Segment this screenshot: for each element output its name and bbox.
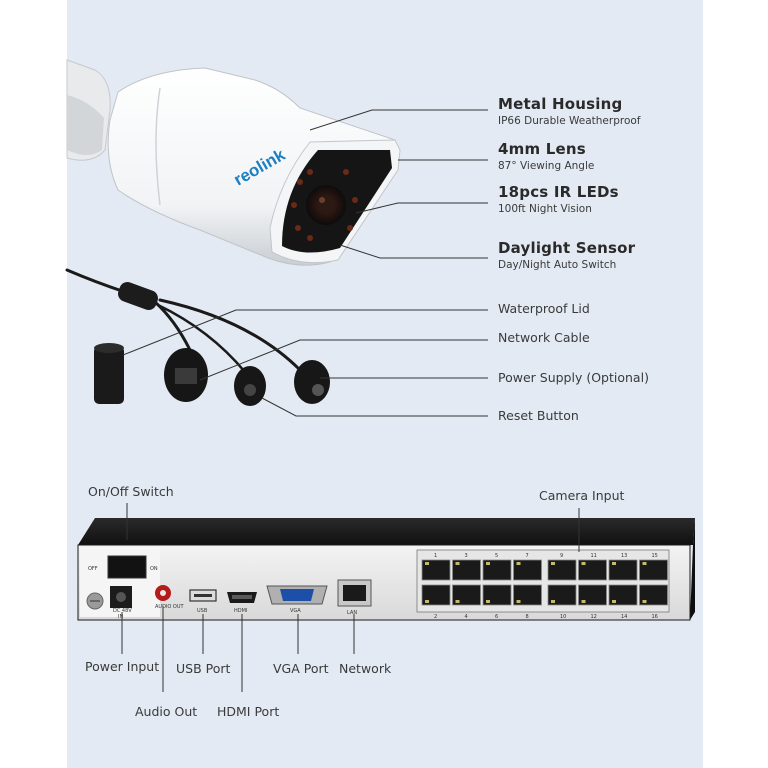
port-number-label: 9 (560, 553, 563, 559)
port-number-label: 6 (495, 614, 498, 620)
feature-subtitle-housing: IP66 Durable Weatherproof (498, 115, 641, 127)
part-label-network-cable: Network Cable (498, 330, 590, 345)
port-number-label: 4 (465, 614, 468, 620)
port-number-label: 13 (621, 553, 627, 559)
port-number-label: 15 (652, 553, 658, 559)
port-number-label: 14 (621, 614, 627, 620)
port-number-label: 2 (434, 614, 437, 620)
nvr-label-hdmi: HDMI Port (217, 704, 280, 719)
svg-text:AUDIO OUT: AUDIO OUT (155, 604, 185, 610)
port-number-label: 10 (560, 614, 566, 620)
svg-text:USB: USB (197, 608, 208, 614)
port-led (486, 600, 490, 603)
port-led (551, 600, 555, 603)
svg-text:HDMI: HDMI (234, 608, 247, 614)
port-led (516, 600, 521, 603)
port-led (642, 562, 647, 565)
port-led (425, 600, 429, 603)
feature-title-lens: 4mm Lens (498, 140, 586, 158)
nvr-recorder: OFF ON DC 48V IN AUDIO OUT USB HDMI VGA … (77, 518, 695, 621)
nvr-label-vga: VGA Port (273, 661, 329, 676)
port-number-label: 16 (652, 614, 658, 620)
port-number-label: 5 (495, 553, 498, 559)
bullet-camera: reolink (66, 59, 401, 266)
port-led (612, 562, 616, 565)
port-number-label: 8 (526, 614, 529, 620)
feature-title-housing: Metal Housing (498, 95, 623, 113)
feature-subtitle-ir-leds: 100ft Night Vision (498, 203, 592, 215)
nvr-label-network: Network (339, 661, 392, 676)
port-number-label: 12 (591, 614, 597, 620)
svg-text:OFF: OFF (88, 566, 98, 572)
port-led (516, 562, 521, 565)
svg-text:IN: IN (118, 614, 123, 620)
svg-text:ON: ON (150, 566, 158, 572)
port-led (486, 562, 490, 565)
port-led (551, 562, 555, 565)
port-led (581, 562, 586, 565)
feature-subtitle-sensor: Day/Night Auto Switch (498, 259, 617, 271)
nvr-label-audio: Audio Out (135, 704, 198, 719)
feature-title-ir-leds: 18pcs IR LEDs (498, 183, 619, 201)
nvr-callout-lines (121, 503, 580, 692)
camera-callout-lines (122, 109, 488, 417)
port-number-label: 7 (526, 553, 529, 559)
port-led (612, 600, 616, 603)
part-label-reset-button: Reset Button (498, 408, 579, 423)
cable-connectors (94, 282, 330, 406)
nvr-label-usb: USB Port (176, 661, 231, 676)
svg-text:DC 48V: DC 48V (113, 608, 132, 614)
nvr-label-switch: On/Off Switch (88, 484, 174, 499)
port-number-label: 1 (434, 553, 437, 559)
part-label-waterproof-lid: Waterproof Lid (498, 301, 590, 316)
nvr-label-camera-input: Camera Input (539, 488, 625, 503)
port-led (455, 562, 460, 565)
port-number-label: 3 (465, 553, 468, 559)
part-label-power-supply: Power Supply (Optional) (498, 370, 649, 385)
port-led (425, 562, 429, 565)
port-led (455, 600, 460, 603)
svg-text:VGA: VGA (290, 608, 301, 614)
port-led (581, 600, 586, 603)
feature-title-sensor: Daylight Sensor (498, 239, 636, 257)
port-led (642, 600, 647, 603)
feature-subtitle-lens: 87° Viewing Angle (498, 160, 595, 172)
svg-text:LAN: LAN (347, 610, 357, 616)
port-number-label: 11 (591, 553, 597, 559)
nvr-label-power-input: Power Input (85, 659, 160, 674)
